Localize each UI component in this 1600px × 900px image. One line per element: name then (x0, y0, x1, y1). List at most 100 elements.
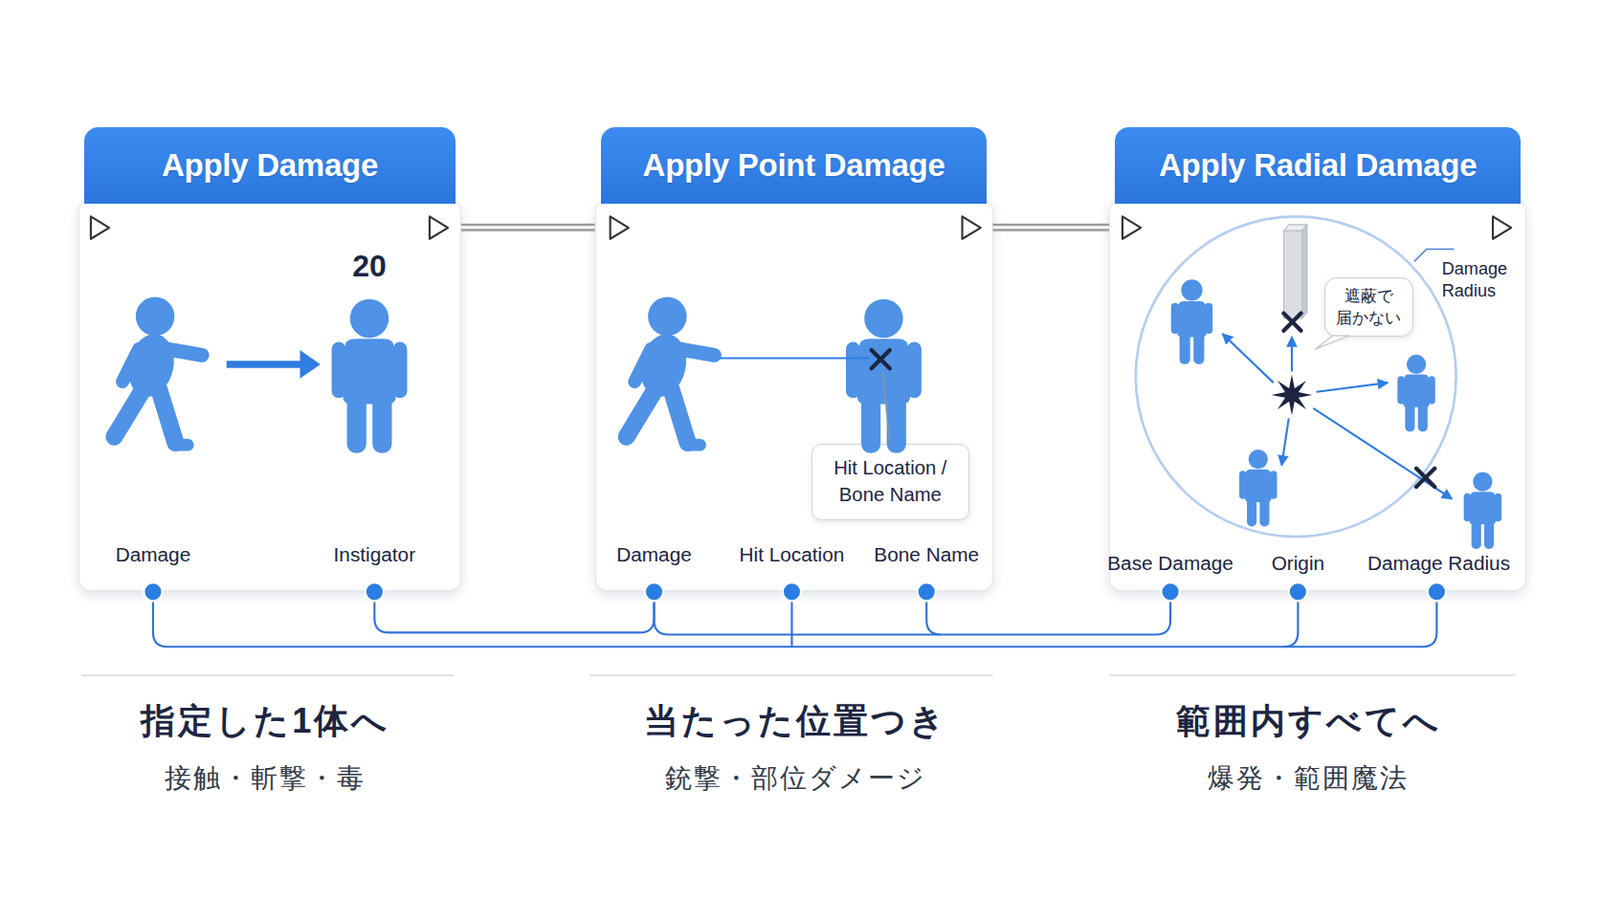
data-pin (917, 582, 936, 601)
bubble-text: 遮蔽で 届かない (1332, 285, 1407, 330)
pin-label: Damage (616, 542, 692, 568)
attacker-figure (113, 297, 202, 446)
x-stroke (1416, 468, 1435, 488)
x-stroke (1283, 313, 1301, 332)
card-title: Apply Radial Damage (1158, 147, 1477, 184)
blast-ray (1312, 408, 1452, 500)
pin-label: Hit Location (739, 542, 845, 568)
x-stroke (871, 350, 890, 369)
small-figure (1464, 471, 1502, 550)
data-wire (790, 600, 793, 647)
card-title: Apply Point Damage (643, 147, 946, 184)
wall-front (1283, 230, 1302, 319)
data-pin (782, 582, 801, 601)
card-body (78, 199, 462, 593)
blast-ray (1281, 418, 1289, 466)
data-pin (1427, 582, 1446, 601)
x-stroke (1416, 468, 1435, 488)
wall-pillar (1283, 224, 1308, 319)
pin-label: Base Damage (1107, 551, 1234, 577)
node-card: Apply Radial DamageDamage RadiusBase Dam… (1109, 127, 1527, 592)
exec-pins (90, 216, 1512, 239)
small-figure (1171, 279, 1213, 365)
data-pin (1160, 582, 1179, 601)
separators (81, 674, 1515, 677)
explosion-star (1271, 375, 1313, 417)
x-stroke (871, 350, 890, 369)
wall-top (1283, 224, 1308, 231)
card-body (595, 199, 994, 593)
bubble-tail (1314, 335, 1349, 350)
hit-mark (871, 350, 890, 369)
node-card: Apply Damage 20Damage Instigator (78, 127, 462, 592)
card-title: Apply Damage (161, 147, 378, 184)
target-figure (332, 299, 408, 454)
target-figure (845, 299, 922, 454)
attacker-figure (626, 297, 715, 446)
exec-pin (90, 216, 110, 239)
hit-arrow-head (300, 350, 321, 379)
pin-label: Origin (1271, 551, 1325, 577)
data-pins (143, 582, 1446, 601)
data-pin (1288, 582, 1308, 601)
callout-text: Hit Location / Bone Name (818, 455, 962, 509)
column-heading: 範囲内すべてへ (1176, 697, 1442, 745)
wall-side (1302, 224, 1308, 319)
column-subheading: 爆発・範囲魔法 (1207, 759, 1409, 796)
pin-label: Damage (115, 542, 192, 568)
exec-pin (1122, 216, 1141, 239)
exec-connector (461, 223, 596, 232)
blast-ray (1316, 382, 1389, 393)
data-pin (365, 582, 384, 601)
data-wire (153, 600, 1437, 647)
exec-pin (429, 216, 448, 239)
data-wire (1283, 600, 1298, 647)
damage-value: 20 (352, 247, 387, 287)
blast-ray (1222, 333, 1273, 383)
column-heading: 指定した1体へ (140, 697, 390, 745)
data-pin (143, 582, 162, 601)
separator-line (1109, 674, 1515, 677)
hit-arrow-shaft (226, 360, 303, 368)
data-wire (654, 600, 1172, 635)
exec-connector-inner (461, 225, 596, 229)
exec-pin (1492, 216, 1512, 239)
pin-label: Damage Radius (1367, 551, 1511, 577)
small-figure (1397, 355, 1435, 433)
exec-connector (993, 223, 1111, 232)
blast-rays (1222, 333, 1452, 500)
data-wire (926, 600, 941, 635)
card-header: Apply Radial Damage (1114, 127, 1520, 204)
node-card: Apply Point DamageDamage Hit Location Bone… (595, 127, 994, 592)
x-stroke (1283, 313, 1301, 332)
card-header: Apply Damage (84, 127, 455, 204)
exec-pin (962, 216, 981, 239)
column-subheading: 銃撃・部位ダメージ (665, 759, 927, 796)
data-wire (374, 600, 654, 633)
column-subheading: 接触・斬撃・毒 (164, 759, 366, 796)
blocked-mark (1283, 313, 1301, 332)
small-figure (1239, 449, 1277, 528)
card-header: Apply Point Damage (600, 127, 987, 204)
blast-ray (1290, 336, 1293, 372)
leader-line (1414, 248, 1455, 262)
separator-line (589, 674, 993, 677)
leader-line (882, 371, 889, 444)
blocked-mark (1416, 468, 1435, 488)
card-body (1109, 199, 1527, 593)
callout-box: Hit Location / Bone Name (811, 444, 970, 521)
speech-bubble: 遮蔽で 届かない (1324, 277, 1414, 337)
separator-line (81, 674, 454, 677)
data-pin (644, 582, 664, 601)
exec-pin (610, 216, 629, 239)
trace-line (719, 356, 870, 359)
column-heading: 当たった位置つき (644, 697, 948, 745)
data-wires (153, 600, 1437, 647)
pin-label: Instigator (333, 542, 416, 568)
pin-label: Bone Name (873, 542, 979, 568)
radius-label: Damage Radius (1442, 259, 1522, 303)
radius-circle (1135, 216, 1457, 537)
